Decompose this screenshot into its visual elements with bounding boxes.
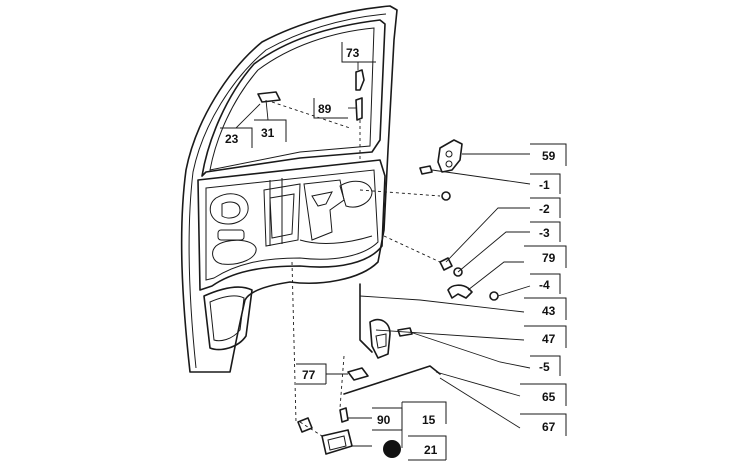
callout-1: -1 xyxy=(530,173,561,194)
callout-label: -4 xyxy=(539,278,550,292)
latch-47 xyxy=(369,318,391,359)
callout-2: -2 xyxy=(530,197,561,218)
bolt xyxy=(419,165,433,175)
callout-label: 79 xyxy=(542,251,556,265)
callout-label: 47 xyxy=(542,332,556,346)
callout-5: -5 xyxy=(530,355,561,376)
callout-79: 79 xyxy=(524,245,567,268)
callout-label: 65 xyxy=(542,390,556,404)
callout-23: 23 xyxy=(220,127,253,148)
callout-21: 21 xyxy=(408,435,447,461)
callout-label: -2 xyxy=(539,202,550,216)
inner-handle-pad xyxy=(257,91,281,103)
outer-handle-cap xyxy=(297,417,313,433)
callouts: 73 89 23 31 59 -1 -2 xyxy=(220,42,567,461)
callout-label: 67 xyxy=(542,420,556,434)
hinge-bracket xyxy=(437,139,463,173)
callout-label: 21 xyxy=(424,443,438,457)
callout-label: -5 xyxy=(539,360,550,374)
callout-77: 77 xyxy=(296,363,327,385)
callout-label: 89 xyxy=(318,102,332,116)
callout-73: 73 xyxy=(341,42,376,63)
callout-label: 90 xyxy=(377,413,391,427)
callout-15: 15 xyxy=(402,401,447,427)
callout-47: 47 xyxy=(524,325,567,348)
callout-43: 43 xyxy=(524,297,567,320)
callout-89: 89 xyxy=(313,98,348,119)
bumper-77 xyxy=(347,367,369,381)
screw-89 xyxy=(355,97,363,121)
callout-label: 15 xyxy=(422,413,436,427)
callout-label: -1 xyxy=(539,178,550,192)
callout-label: 73 xyxy=(346,46,360,60)
outer-handle-15 xyxy=(321,429,353,455)
parts xyxy=(257,69,499,458)
callout-label: -3 xyxy=(539,226,550,240)
callout-65: 65 xyxy=(520,383,567,406)
clip-3 xyxy=(453,267,463,277)
nut xyxy=(441,191,451,201)
callout-67: 67 xyxy=(520,413,567,436)
callout-90: 90 xyxy=(372,407,403,431)
lock-bolt-90 xyxy=(339,407,349,423)
cap-4 xyxy=(489,291,499,301)
callout-3: -3 xyxy=(530,221,561,242)
screw-5 xyxy=(397,327,413,337)
leader-lines xyxy=(235,62,531,448)
door-shell xyxy=(180,5,398,373)
lock-cylinder-21 xyxy=(383,440,401,458)
rod-43 xyxy=(359,283,373,353)
callout-4: -4 xyxy=(530,273,561,294)
screw-73 xyxy=(355,69,365,91)
pull-handle xyxy=(447,284,473,299)
callout-59: 59 xyxy=(530,143,567,166)
callout-label: 31 xyxy=(261,126,275,140)
callout-label: 77 xyxy=(302,368,316,382)
callout-label: 59 xyxy=(542,149,556,163)
callout-label: 43 xyxy=(542,304,556,318)
clip-2 xyxy=(439,257,453,271)
callout-31: 31 xyxy=(254,119,287,142)
rod-65 xyxy=(343,365,441,395)
callout-label: 23 xyxy=(225,132,239,146)
assembly-lines xyxy=(271,101,441,437)
